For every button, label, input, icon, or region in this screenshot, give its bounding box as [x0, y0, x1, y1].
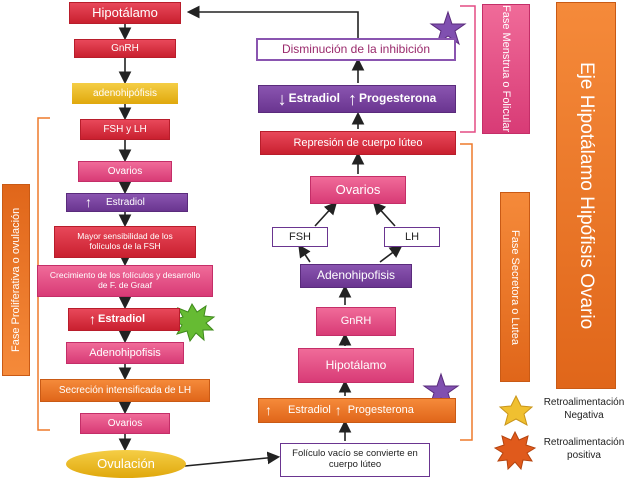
arrow-down-icon: ↓: [277, 88, 287, 109]
right-adenohipofisis: Adenohipofisis: [300, 264, 412, 288]
left-estradiol-up: ↑ Estradiol: [68, 308, 180, 331]
left-ovulacion: Ovulación: [66, 450, 186, 478]
left-sensibilidad: Mayor sensibilidad de los folículos de l…: [54, 226, 196, 258]
right-estradiol-label: Estradiol: [288, 91, 340, 106]
right-estradiol-progesterona-2: ↑ Estradiol ↑ Progesterona: [258, 398, 456, 423]
left-gnrh: GnRH: [74, 39, 176, 58]
right-lh: LH: [384, 227, 440, 247]
arrow-up-icon: ↑: [348, 88, 357, 109]
label-eje: Eje Hipotálamo Hipófisis Ovario: [556, 2, 616, 389]
arrow-up-icon: ↑: [85, 194, 92, 211]
legend-positiva: Retroalimentación positiva: [543, 437, 625, 461]
right-progesterona-label: Progesterona: [359, 91, 437, 106]
arrow-up-icon: ↑: [89, 311, 96, 328]
right-represion: Represión de cuerpo lúteo: [260, 131, 456, 155]
right-progesterona-2-label: Progesterona: [347, 404, 414, 417]
label-fase-menstrua: Fase Menstrua o Folicular: [482, 4, 530, 134]
right-gnrh: GnRH: [316, 307, 396, 336]
right-estradiol-progesterona: ↓ Estradiol ↑ Progesterona: [258, 85, 456, 113]
arrow-up-icon: ↑: [334, 402, 342, 419]
right-ovarios: Ovarios: [310, 176, 406, 204]
left-estradiol: ↑ Estradiol: [66, 193, 188, 212]
arrow-up-icon: ↑: [265, 402, 272, 419]
left-hipotalamo: Hipotálamo: [69, 2, 181, 24]
legend-negativa: Retroalimentación Negativa: [543, 397, 625, 421]
left-fsh-lh: FSH y LH: [80, 119, 170, 140]
right-estradiol-2-label: Estradiol: [288, 404, 331, 417]
left-crecimiento: Crecimiento de los folículos y desarroll…: [37, 265, 213, 297]
right-foliculo: Folículo vacío se convierte en cuerpo lú…: [280, 443, 430, 477]
label-fase-proliferativa: Fase Proliferativa o ovulación: [2, 184, 30, 376]
left-estradiol-up-label: Estradiol: [98, 313, 146, 326]
left-adenohipofisis-2: Adenohipofisis: [66, 342, 184, 364]
right-fsh: FSH: [272, 227, 328, 247]
right-disminucion: Disminución de la inhibición: [256, 38, 456, 61]
left-ovarios-2: Ovarios: [80, 413, 170, 434]
left-secrecion: Secreción intensificada de LH: [40, 379, 210, 402]
legend-negative-star: [498, 394, 534, 427]
label-fase-secretora: Fase Secretora o Lutea: [500, 192, 530, 382]
left-adenohipofisis: adenohipófisis: [72, 83, 178, 104]
legend-positive-burst: [493, 430, 537, 471]
left-ovarios: Ovarios: [78, 161, 172, 182]
left-estradiol-label: Estradiol: [106, 196, 145, 208]
right-hipotalamo: Hipotálamo: [298, 348, 414, 383]
